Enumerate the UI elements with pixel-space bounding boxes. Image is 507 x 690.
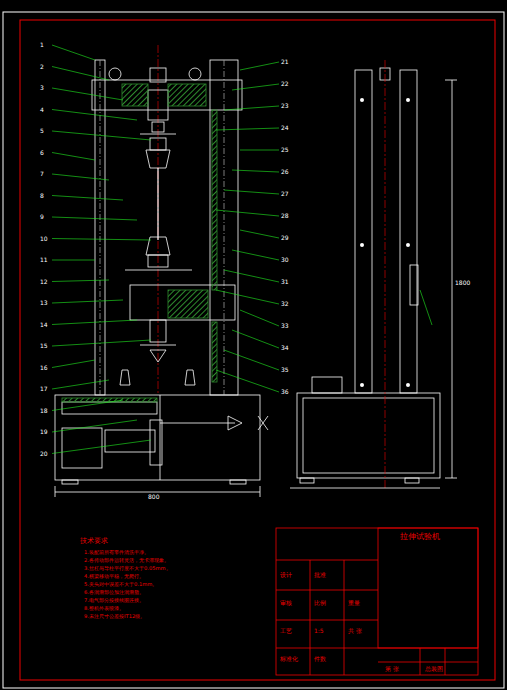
callout-number: 7 [40, 171, 44, 177]
leader-line [52, 360, 95, 368]
table-cell: 审核 [280, 600, 292, 606]
callout-number: 28 [281, 213, 289, 219]
leader-line [232, 330, 279, 348]
note-text: 9.未注尺寸公差按IT12级。 [84, 614, 145, 619]
callout-number: 17 [40, 386, 48, 392]
leader-line [52, 45, 95, 60]
leader-line [52, 280, 109, 282]
callout-number: 2 [40, 64, 44, 70]
leader-line [240, 310, 279, 326]
leader-line [52, 67, 109, 81]
callout-number: 25 [281, 147, 289, 153]
notes-title: 技术要求 [80, 538, 108, 545]
leader-line [232, 250, 279, 260]
note-text: 8.整机外表喷漆。 [84, 606, 124, 611]
callout-number: 21 [281, 59, 289, 65]
leader-line [52, 340, 151, 346]
callout-number: 12 [40, 279, 48, 285]
table-cell: 批准 [314, 572, 326, 578]
callout-number: 32 [281, 301, 289, 307]
note-text: 1.装配前所有零件清洗干净。 [84, 550, 149, 555]
callout-number: 16 [40, 365, 48, 371]
leader-line [52, 88, 123, 100]
leader-line [240, 230, 279, 238]
table-cell: 拉伸试验机 [400, 533, 440, 541]
callout-number: 8 [40, 193, 44, 199]
leader-line [216, 290, 279, 304]
callout-number: 33 [281, 323, 289, 329]
note-text: 2.各传动部件运转灵活，无卡滞现象。 [84, 558, 169, 563]
leader-line [224, 270, 279, 282]
note-text: 4.横梁移动平稳，无爬行。 [84, 574, 144, 579]
callout-number: 6 [40, 150, 44, 156]
callout-number: 3 [40, 85, 44, 91]
callout-number: 29 [281, 235, 289, 241]
callout-number: 23 [281, 103, 289, 109]
leader-line [224, 190, 279, 194]
callout-number: 10 [40, 236, 48, 242]
leader-line [240, 62, 279, 70]
leader-line [52, 260, 95, 261]
leader-line [224, 106, 279, 110]
note-text: 6.各润滑部位加注润滑脂。 [84, 590, 144, 595]
leader-line [52, 239, 151, 241]
leader-line [52, 440, 151, 454]
table-cell: 1800 [455, 280, 470, 286]
callout-number: 15 [40, 343, 48, 349]
note-text: 5.夹头对中误差不大于0.1mm。 [84, 582, 157, 587]
table-cell: 第 张 [385, 666, 399, 672]
leader-line [52, 400, 123, 411]
table-cell: 1:5 [314, 628, 324, 634]
callout-number: 19 [40, 429, 48, 435]
callout-number: 22 [281, 81, 289, 87]
table-cell: 比例 [314, 600, 326, 606]
callout-number: 11 [40, 257, 48, 263]
leader-line [52, 300, 123, 303]
leader-line [52, 110, 137, 121]
leader-line [232, 170, 279, 172]
callout-number: 9 [40, 214, 44, 220]
leader-line [216, 370, 279, 392]
note-text: 3.丝杠与导柱平行度不大于0.05mm。 [84, 566, 171, 571]
table-cell: 件数 [314, 656, 326, 662]
table-cell: 标准化 [280, 656, 298, 662]
leader-line [52, 196, 123, 201]
callout-number: 27 [281, 191, 289, 197]
leader-line [52, 174, 109, 180]
callout-number: 26 [281, 169, 289, 175]
table-cell: 工艺 [280, 628, 292, 634]
table-cell: 共 张 [348, 628, 362, 634]
leader-line [52, 153, 95, 161]
table-cell: 800 [148, 494, 159, 500]
callout-number: 36 [281, 389, 289, 395]
callout-number: 35 [281, 367, 289, 373]
callout-number: 18 [40, 408, 48, 414]
callout-number: 30 [281, 257, 289, 263]
callout-number: 31 [281, 279, 289, 285]
leader-line [52, 420, 137, 432]
leader-line [52, 131, 151, 140]
callout-number: 5 [40, 128, 44, 134]
callout-number: 4 [40, 107, 44, 113]
callout-number: 34 [281, 345, 289, 351]
leader-line [52, 217, 137, 220]
leader-line [216, 128, 279, 130]
leader-line [216, 210, 279, 216]
callout-number: 1 [40, 42, 44, 48]
table-cell: 总装图 [425, 666, 443, 672]
note-text: 7.电气部分按接线图连接。 [84, 598, 144, 603]
table-cell: 重量 [348, 600, 360, 606]
table-cell: 设计 [280, 572, 292, 578]
leader-line [224, 350, 279, 370]
callout-number: 24 [281, 125, 289, 131]
callout-number: 20 [40, 451, 48, 457]
leader-line [52, 380, 109, 389]
leader-line [232, 84, 279, 90]
leader-line [240, 150, 279, 151]
leader-line [52, 320, 137, 325]
callout-number: 13 [40, 300, 48, 306]
callout-number: 14 [40, 322, 48, 328]
